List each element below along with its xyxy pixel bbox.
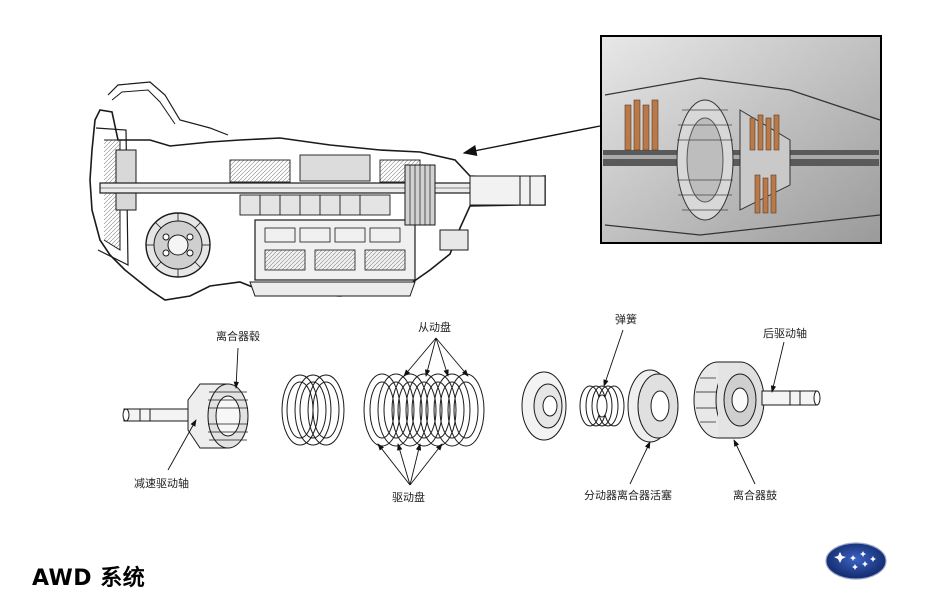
drive-plates-single-set: [281, 374, 345, 446]
clutch-hub-part: [187, 383, 249, 449]
label-reduction-drive-shaft: 减速驱动轴: [134, 476, 189, 490]
label-rear-drive-shaft: 后驱动轴: [763, 326, 807, 340]
zoom-detail-inset: [600, 35, 882, 244]
clutch-drum-part: [693, 361, 765, 439]
subaru-logo-icon: [825, 542, 887, 580]
transfer-clutch-piston-part: [627, 369, 679, 443]
transmission-cutaway-illustration: [89, 81, 546, 301]
reduction-drive-shaft-part: [122, 408, 189, 422]
clutch-plate-stack: [363, 373, 485, 447]
exploded-parts-diagram: [122, 361, 821, 449]
label-driven-plates: 从动盘: [418, 320, 451, 334]
zoom-pointer-arrow: [462, 125, 601, 157]
label-clutch-drum: 离合器鼓: [733, 488, 777, 502]
page-title: AWD 系统: [32, 566, 146, 591]
spring-part: [579, 385, 625, 427]
label-drive-plates: 驱动盘: [392, 490, 425, 504]
rear-drive-shaft-part: [761, 390, 821, 406]
label-clutch-hub: 离合器毂: [216, 329, 260, 343]
spring-seat-part: [521, 371, 567, 441]
label-spring: 弹簧: [615, 312, 637, 326]
label-transfer-clutch-piston: 分动器离合器活塞: [584, 488, 672, 502]
leader-lines: [167, 329, 785, 486]
